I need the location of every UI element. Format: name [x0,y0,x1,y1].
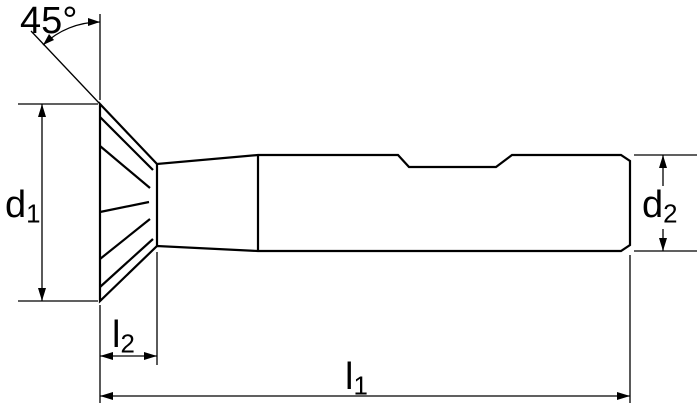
d2-arrow-top [659,155,667,168]
d1-arrow-top [38,104,46,117]
d1-arrow-bottom [38,288,46,301]
l1-arrow-left [100,392,113,400]
l1-label-base: l [345,356,354,398]
flute-line [99,238,154,288]
l2-label-base: l [112,314,121,356]
l1-label: l1 [345,356,368,401]
d2-label: d2 [638,184,682,229]
flute-line [99,218,151,260]
flute-line [99,116,154,171]
l2-arrow-right [144,352,157,360]
d1-label-sub: 1 [26,200,41,229]
d1-label-base: d [5,184,27,226]
cutter-body-outline [98,101,632,304]
l1-label-sub: 1 [353,372,368,401]
flute-line [99,200,150,214]
l2-arrow-left [100,352,113,360]
d1-label: d1 [5,184,41,229]
l2-label: l2 [112,314,135,359]
angle-label: 45° [20,0,78,42]
angle-label-text: 45° [20,0,78,42]
angle-arc-arrow-bottom [43,34,54,45]
angle-arc-arrow-top [88,18,100,26]
arrowheads-group [38,18,667,400]
flute-line [99,145,151,189]
d2-label-base: d [642,184,664,226]
d2-arrow-bottom [659,238,667,251]
part-outline-group [98,101,632,304]
d2-label-sub: 2 [663,200,678,229]
angle-slant-extension-line [30,30,101,105]
l1-arrow-right [617,392,630,400]
l2-label-sub: 2 [120,330,135,359]
